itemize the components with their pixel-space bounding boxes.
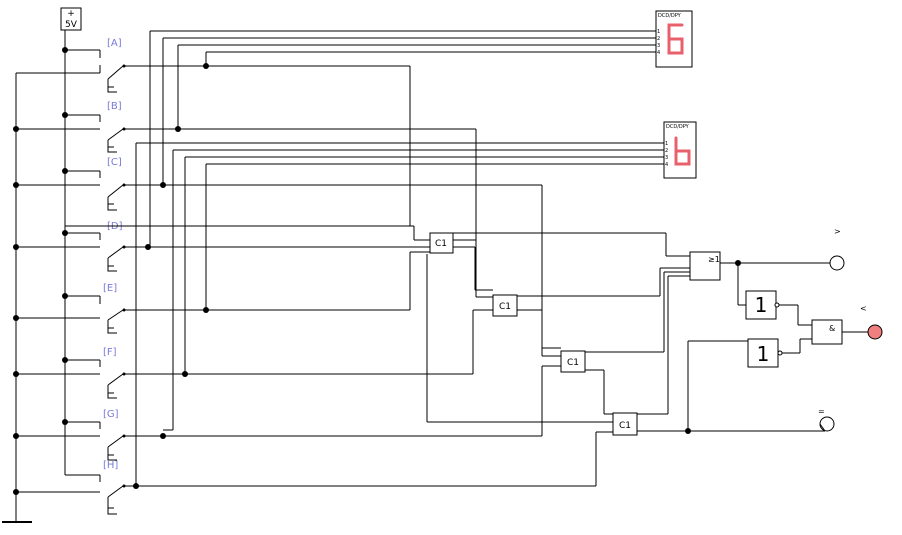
switch-d[interactable]: [D]: [16, 221, 148, 272]
supply-rails: [2, 30, 66, 523]
junctions: [13, 47, 741, 495]
comparator-3[interactable]: C1: [560, 350, 586, 373]
switch-g[interactable]: [G]: [16, 409, 163, 461]
display-top-digit: [667, 23, 684, 55]
display-top-title: DCD/DPY: [658, 13, 682, 19]
comparator-1[interactable]: C1: [429, 232, 454, 254]
display-bottom-pin-2: 2: [665, 148, 668, 154]
output-greater-symbol: >: [834, 227, 841, 236]
comparator-4[interactable]: C1: [612, 412, 638, 436]
supply-plus: +: [67, 9, 75, 19]
display-bottom-digit: [674, 136, 691, 166]
not-gate-1[interactable]: 1: [745, 290, 780, 320]
switch-h[interactable]: [H]: [16, 460, 136, 515]
display-bottom: DCD/DPY 1 2 3 4: [663, 121, 697, 179]
comparator-4-label: C1: [619, 421, 631, 431]
comparator-1-label: C1: [435, 239, 447, 249]
display-top-pin-4: 4: [657, 50, 660, 56]
comparator-3-label: C1: [567, 358, 579, 368]
display-bottom-title: DCD/DPY: [666, 124, 690, 130]
not-gate-2-symbol: 1: [757, 342, 770, 366]
supply-5v[interactable]: + 5V: [60, 7, 82, 31]
switch-label-c: [C]: [107, 157, 122, 168]
or-gate[interactable]: ≥1: [689, 251, 721, 281]
bus-wires: [65, 30, 868, 487]
switch-c[interactable]: [C]: [16, 157, 163, 211]
comparator-2-label: C1: [499, 302, 511, 312]
display-bottom-pin-1: 1: [665, 141, 668, 147]
not-gate-2[interactable]: 1: [747, 338, 783, 368]
switch-label-a: [A]: [107, 38, 122, 49]
and-gate[interactable]: &: [811, 319, 843, 345]
output-equal-symbol: =: [818, 407, 825, 416]
switch-label-b: [B]: [107, 101, 122, 112]
display-top: DCD/DPY 1 2 3 4: [655, 10, 693, 68]
switch-label-g: [G]: [103, 409, 119, 420]
display-top-pin-1: 1: [657, 29, 660, 35]
display-bottom-pin-4: 4: [665, 162, 668, 168]
output-greater[interactable]: >: [829, 227, 845, 271]
display-top-pin-3: 3: [657, 43, 660, 49]
not-gate-1-symbol: 1: [755, 293, 768, 317]
output-less-symbol: <: [860, 304, 867, 313]
switch-label-e: [E]: [103, 283, 117, 294]
comparator-2[interactable]: C1: [492, 294, 518, 317]
switch-e[interactable]: [E]: [16, 283, 206, 334]
display-bottom-pin-3: 3: [665, 155, 668, 161]
output-equal[interactable]: =: [818, 407, 835, 432]
switch-b[interactable]: [B]: [16, 101, 178, 153]
switch-label-f: [F]: [103, 347, 117, 358]
switch-label-h: [H]: [103, 460, 118, 471]
or-gate-symbol: ≥1: [708, 255, 720, 264]
output-less[interactable]: <: [860, 304, 883, 340]
switch-f[interactable]: [F]: [16, 347, 185, 399]
supply-label: 5V: [65, 20, 78, 30]
display-top-pin-2: 2: [657, 36, 660, 42]
switch-a[interactable]: [A]: [52, 38, 206, 93]
and-gate-symbol: &: [829, 324, 835, 333]
